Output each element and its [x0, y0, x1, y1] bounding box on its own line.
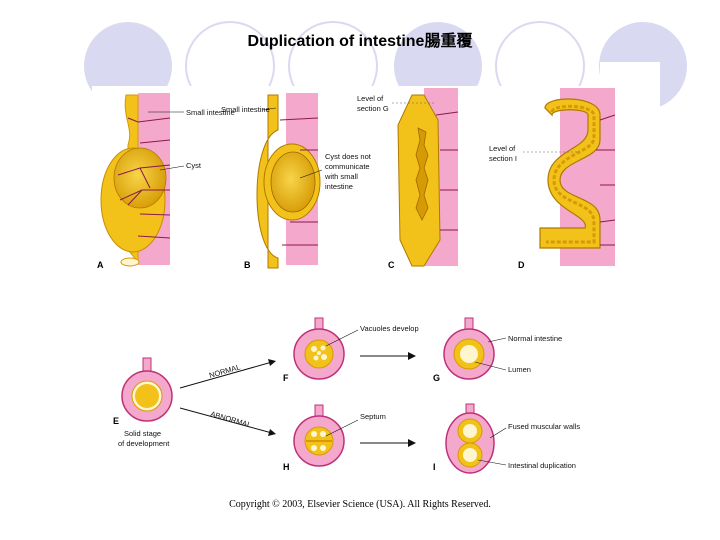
- lower-lumen-i: [463, 448, 477, 462]
- copyright: Copyright © 2003, Elsevier Science (USA)…: [229, 499, 491, 510]
- label-level-section-i: section I: [489, 154, 517, 163]
- label-level-section-g: section G: [357, 104, 389, 113]
- arrow-h-i: [360, 439, 416, 447]
- panel-letter-g: G: [433, 373, 440, 383]
- panel-letter-i: I: [433, 462, 436, 472]
- panel-c: Level of section G C: [357, 88, 459, 270]
- lumen-opening: [120, 257, 140, 267]
- slide-title: Duplication of intestine腸重覆: [247, 33, 473, 50]
- label-cyst-not-communicate: Cyst does not: [325, 152, 372, 161]
- panel-letter-f: F: [283, 373, 289, 383]
- label-fused-muscular-walls: Fused muscular walls: [508, 422, 580, 431]
- label-lumen: Lumen: [508, 365, 531, 374]
- panel-letter-h: H: [283, 462, 290, 472]
- panel-letter-d: D: [518, 260, 525, 270]
- label-normal-intestine: Normal intestine: [508, 334, 562, 343]
- blood-vessels: [435, 111, 459, 231]
- vacuoles-f: [311, 345, 327, 361]
- panel-letter-e: E: [113, 416, 119, 426]
- label-solid-stage: Solid stage: [124, 429, 161, 438]
- panel-d: Level of section I D: [489, 88, 616, 270]
- blood-vessels: [279, 117, 319, 246]
- solid-core-e: [135, 384, 159, 408]
- inner-bowel-d: [546, 104, 596, 244]
- label-small-intestine-b: Small intestine: [221, 105, 270, 114]
- vacuoles-h: [311, 431, 326, 451]
- panel-letter-c: C: [388, 260, 395, 270]
- panel-f: Vacuoles develop F: [283, 317, 419, 383]
- label-level-section-i: Level of: [489, 144, 516, 153]
- panel-a: Small intestine Cyst A: [97, 93, 235, 270]
- upper-lumen-i: [463, 424, 477, 438]
- intestine-d: [539, 98, 601, 249]
- label-intestinal-duplication: Intestinal duplication: [508, 461, 576, 470]
- label-small-intestine: Small intestine: [186, 108, 235, 117]
- cyst-b: [270, 151, 316, 213]
- panel-b: Small intestine Cyst does not communicat…: [221, 93, 372, 270]
- vacuoles: [415, 127, 429, 221]
- panel-letter-a: A: [97, 260, 104, 270]
- arrow-f-g: [360, 352, 416, 360]
- panel-letter-b: B: [244, 260, 251, 270]
- label-vacuoles-develop: Vacuoles develop: [360, 324, 419, 333]
- blood-vessels: [596, 114, 616, 246]
- cyst-a: [113, 147, 167, 209]
- label-cyst: Cyst: [186, 161, 202, 170]
- label-cyst-not-communicate: communicate: [325, 162, 370, 171]
- label-solid-stage: of development: [118, 439, 170, 448]
- label-cyst-not-communicate: with small: [324, 172, 358, 181]
- panel-i: Fused muscular walls Intestinal duplicat…: [433, 403, 580, 474]
- lumen-g: [460, 345, 478, 363]
- label-level-section-g: Level of: [357, 94, 384, 103]
- blood-vessels: [117, 117, 171, 239]
- panel-g: Normal intestine Lumen G: [433, 317, 562, 383]
- label-septum: Septum: [360, 412, 386, 421]
- label-cyst-not-communicate: intestine: [325, 182, 353, 191]
- panel-e: E Solid stage of development: [113, 357, 173, 448]
- panel-h: Septum H: [283, 404, 386, 472]
